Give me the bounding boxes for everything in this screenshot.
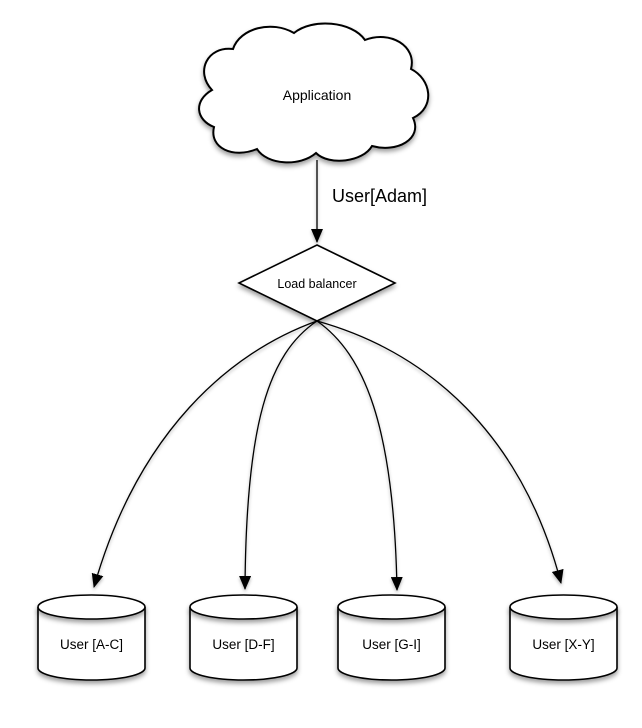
cylinder-top [509, 594, 618, 620]
cylinder-body [509, 607, 618, 681]
cylinder-body [37, 607, 146, 681]
edge-loadbalancer-to-shard-g-i [316, 320, 403, 591]
cylinder-top [189, 594, 298, 620]
shard-node-x-y: User [X-Y] [509, 594, 618, 681]
cloud-shape [198, 22, 430, 164]
load-balancer-label: Load balancer [277, 277, 356, 291]
edge-label-user-adam: User[Adam] [332, 186, 427, 206]
application-cloud-node: Application [198, 22, 430, 164]
shard-node-g-i: User [G-I] [337, 594, 446, 681]
cylinder-body [337, 607, 446, 681]
shard-label-d-f: User [D-F] [212, 637, 274, 652]
shard-node-a-c: User [A-C] [37, 594, 146, 681]
load-balancer-node: Load balancer [237, 244, 397, 322]
cylinder-top [37, 594, 146, 620]
shard-label-a-c: User [A-C] [60, 637, 123, 652]
shard-label-x-y: User [X-Y] [532, 637, 594, 652]
edge-loadbalancer-to-shard-d-f [239, 320, 318, 590]
cylinder-top [337, 594, 446, 620]
diamond-shape [237, 244, 397, 322]
diagram-edges [91, 160, 564, 591]
shard-nodes: User [A-C] User [D-F] User [G-I] User [X… [37, 594, 618, 681]
shard-node-d-f: User [D-F] [189, 594, 298, 681]
cylinder-body [189, 607, 298, 681]
application-label: Application [283, 87, 352, 103]
shard-label-g-i: User [G-I] [362, 637, 421, 652]
edge-loadbalancer-to-shard-a-c [91, 320, 318, 588]
edge-loadbalancer-to-shard-x-y [316, 320, 564, 584]
